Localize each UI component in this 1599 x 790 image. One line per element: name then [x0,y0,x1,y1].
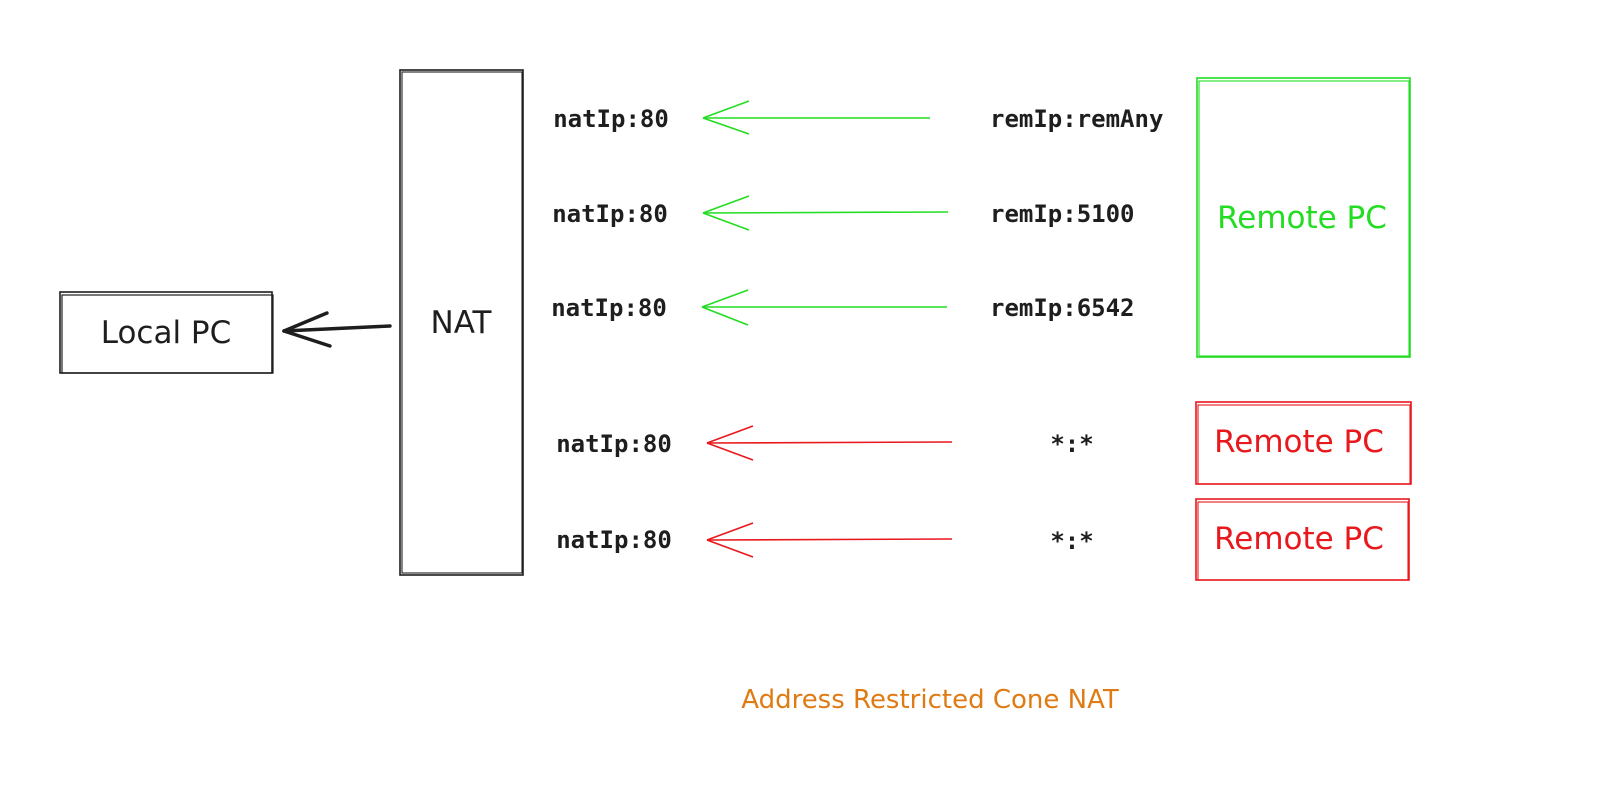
nat-to-local-arrow-head-bottom [282,329,332,348]
mapping-row-3: natIp:80 remIp:6542 [551,289,1135,326]
mapping-row-1: natIp:80 remIp:remAny [553,100,1163,135]
mapping-row-5: natIp:80 *:* [556,522,1094,558]
remote-endpoint-label: remIp:5100 [990,200,1135,228]
local-pc-node: Local PC [59,291,274,374]
blocked-arrow [706,522,953,558]
nat-node: NAT [399,69,524,576]
remote-endpoint-label: *:* [1050,527,1093,555]
remote-pc-allowed-box-sketch [1198,80,1410,357]
blocked-arrow [706,425,953,461]
nat-to-local-arrow-head-top [282,311,329,333]
nat-endpoint-label: natIp:80 [556,430,672,458]
diagram-caption: Address Restricted Cone NAT [741,685,1119,715]
remote-endpoint-label: remIp:6542 [990,294,1135,322]
remote-endpoint-label: *:* [1050,430,1093,458]
nat-endpoint-label: natIp:80 [556,526,672,554]
remote-pc-allowed-box [1196,77,1411,358]
remote-pc-blocked-box-2-sketch [1197,501,1409,581]
remote-endpoint-label: remIp:remAny [990,105,1163,133]
remote-pc-allowed-label: Remote PC [1217,200,1387,236]
allowed-arrow [702,195,949,231]
mapping-row-4: natIp:80 *:* [556,425,1094,461]
nat-to-local-arrow-shaft [282,324,392,333]
remote-pc-blocked-box-1-sketch [1197,404,1411,485]
remote-pc-allowed-node: Remote PC [1196,77,1411,358]
nat-box [399,69,524,576]
remote-pc-blocked-node-1: Remote PC [1195,401,1412,485]
remote-pc-blocked-label-1: Remote PC [1214,424,1384,460]
local-pc-label: Local PC [101,315,232,351]
nat-box-sketch [401,71,523,574]
local-pc-box-sketch [61,294,274,374]
allowed-arrow [702,100,930,135]
nat-endpoint-label: natIp:80 [552,200,668,228]
mapping-row-2: natIp:80 remIp:5100 [552,195,1135,231]
nat-to-local-arrow [282,311,392,348]
remote-pc-blocked-node-2: Remote PC [1195,498,1410,581]
allowed-arrow [701,289,947,326]
nat-endpoint-label: natIp:80 [551,294,667,322]
nat-endpoint-label: natIp:80 [553,105,669,133]
remote-pc-blocked-label-2: Remote PC [1214,521,1384,557]
nat-label: NAT [431,305,493,341]
